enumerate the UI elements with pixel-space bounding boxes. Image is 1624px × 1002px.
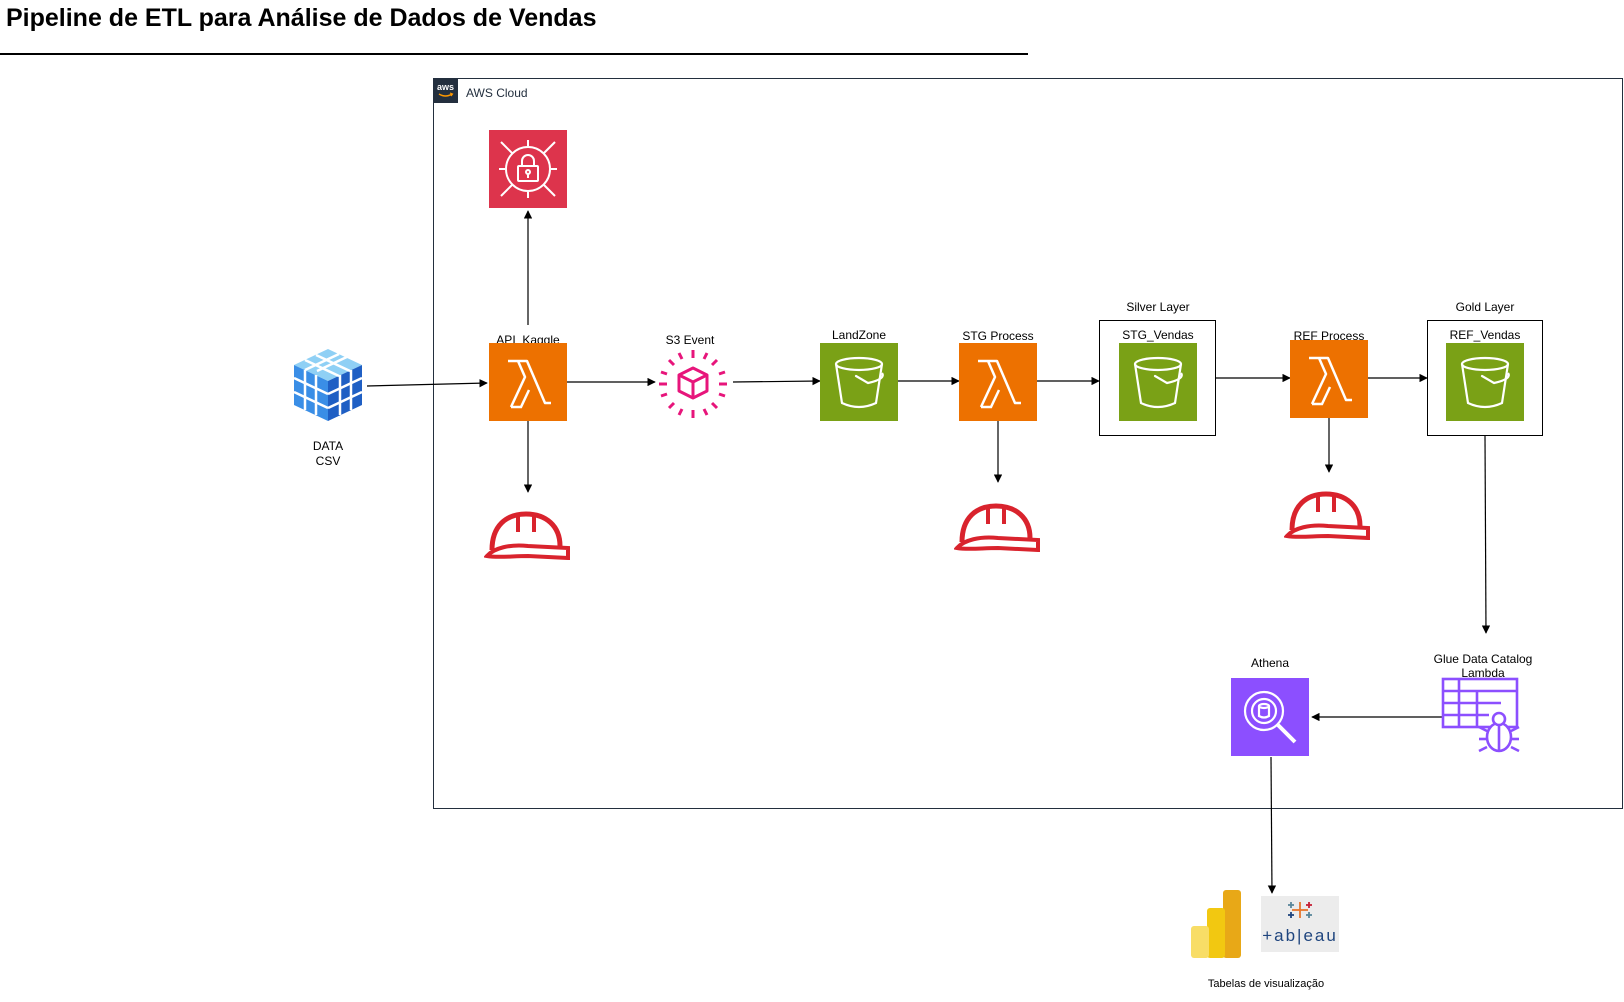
ref-vendas-label: REF_Vendas (1449, 328, 1521, 342)
edge-athena-viz (1267, 756, 1277, 894)
ref-process-lambda[interactable] (1290, 340, 1368, 418)
aws-cloud-group[interactable] (433, 78, 1623, 809)
glue-crawler-icon (1441, 677, 1520, 753)
lambda-icon (489, 343, 567, 421)
aws-logo-icon: aws (433, 78, 458, 103)
helmet-icon (1284, 488, 1370, 540)
secrets-manager-node[interactable] (489, 130, 567, 208)
helmet-icon (954, 500, 1040, 552)
data-csv-label-1: DATA (312, 439, 344, 453)
data-cube-icon (292, 347, 364, 423)
power-bi-icon (1191, 890, 1243, 958)
ref-vendas-bucket[interactable] (1446, 343, 1524, 421)
stg-vendas-label: STG_Vendas (1122, 328, 1194, 342)
api-kaggle-lambda[interactable] (489, 343, 567, 421)
edge-csv-api (366, 378, 488, 388)
glue-label-2: Lambda (1461, 666, 1505, 680)
page-title: Pipeline de ETL para Análise de Dados de… (6, 4, 597, 32)
edge-gold-glue (1481, 435, 1491, 634)
bucket-icon (820, 343, 898, 421)
tableau-wordmark: +ab|eau (1262, 926, 1338, 945)
glue-crawler-node[interactable] (1441, 677, 1521, 757)
landzone-label: LandZone (831, 328, 887, 342)
athena-label: Athena (1250, 656, 1290, 670)
bucket-icon (1446, 343, 1524, 421)
data-csv-label-2: CSV (315, 454, 341, 468)
stg-process-lambda[interactable] (959, 343, 1037, 421)
svg-text:aws: aws (437, 82, 454, 92)
athena-node[interactable] (1231, 678, 1309, 756)
lambda-icon (959, 343, 1037, 421)
gold-layer-title: Gold Layer (1455, 300, 1515, 314)
edge-event-landzone (732, 376, 821, 386)
glue-label-1: Glue Data Catalog (1433, 652, 1533, 666)
tableau-icon (1261, 896, 1339, 952)
stg-vendas-bucket[interactable] (1119, 343, 1197, 421)
visualization-label: Tabelas de visualização (1207, 978, 1325, 990)
lambda-icon (1290, 340, 1368, 418)
magnifier-icon (1231, 678, 1309, 756)
silver-layer-title: Silver Layer (1126, 300, 1190, 314)
landzone-bucket[interactable] (820, 343, 898, 421)
cube-burst-icon (659, 350, 727, 418)
helmet-icon (484, 508, 570, 560)
bucket-icon (1119, 343, 1197, 421)
lock-shield-icon (489, 130, 567, 208)
aws-cloud-label: AWS Cloud (466, 86, 528, 100)
title-divider (0, 53, 1028, 55)
stg-process-label: STG Process (962, 329, 1034, 343)
s3-event-label: S3 Event (665, 333, 715, 347)
s3-event-node[interactable] (653, 344, 733, 424)
ref-process-label: REF Process (1293, 329, 1365, 343)
